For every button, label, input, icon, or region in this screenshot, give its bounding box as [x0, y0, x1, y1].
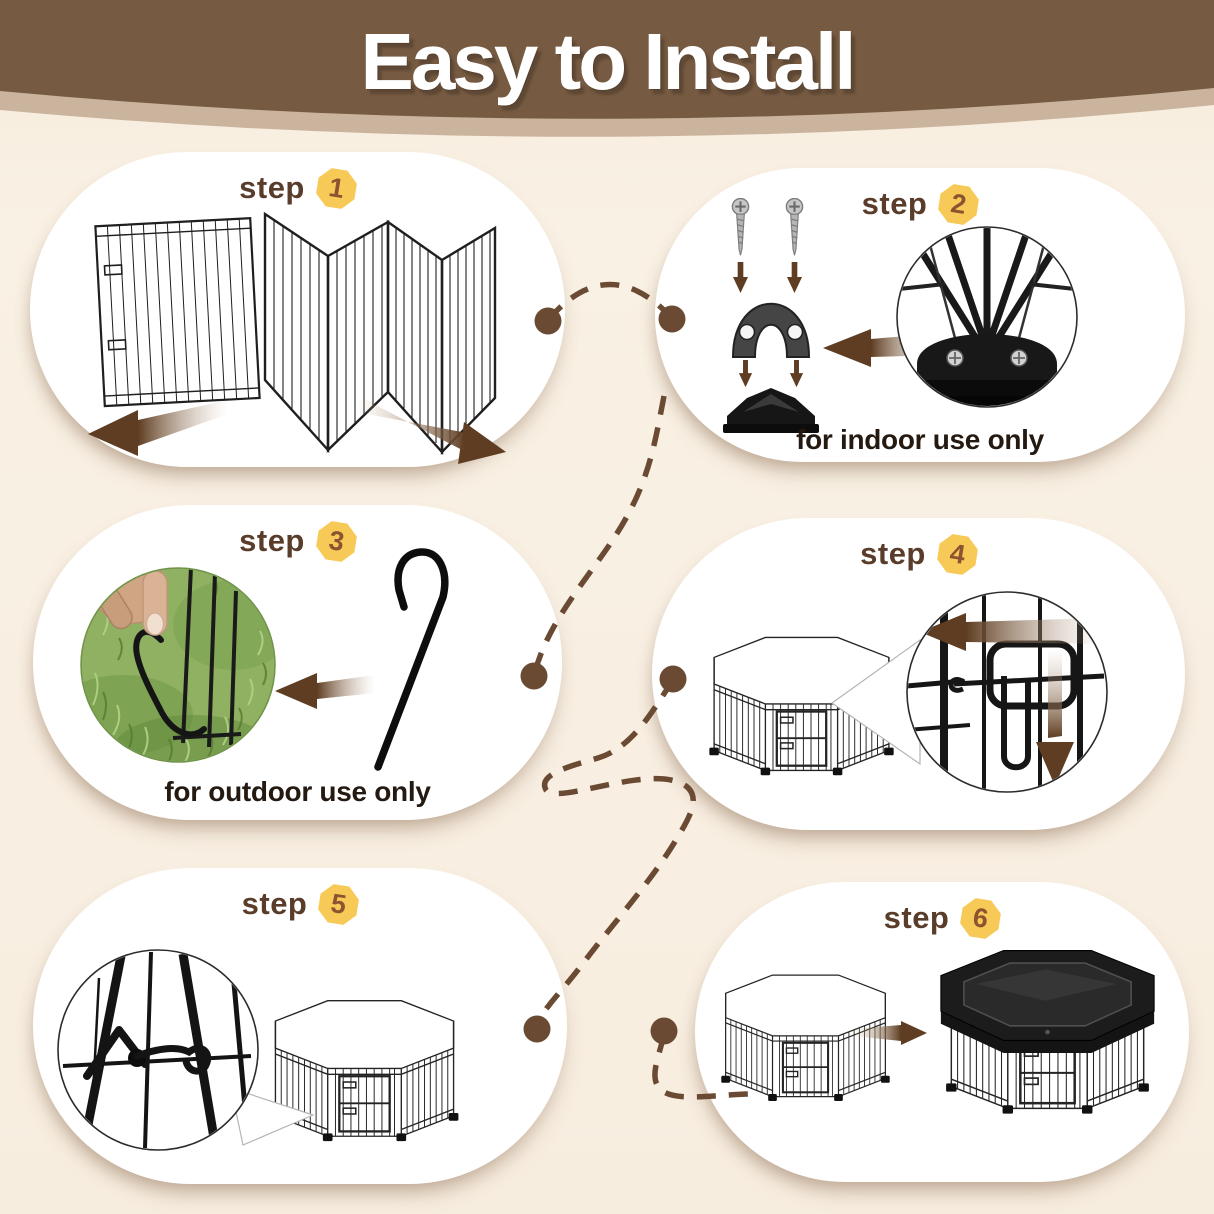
step-number-badge: 4: [935, 532, 980, 577]
u-bracket-icon: [731, 302, 811, 358]
step-4-panel: step 4: [652, 518, 1185, 830]
indoor-note: for indoor use only: [796, 424, 1044, 455]
corner-foot-icon: [723, 388, 819, 433]
playpen-icon: [720, 974, 891, 1103]
step-2-panel: step 2: [655, 168, 1185, 462]
unfold-left-arrow-icon: [88, 400, 228, 456]
step-1-header: step 1: [30, 166, 565, 210]
connector-step1-step2: [545, 281, 675, 322]
outdoor-note: for outdoor use only: [164, 776, 431, 807]
step-number-badge: 2: [937, 182, 982, 227]
step-6-panel: step 6: [695, 882, 1189, 1182]
step-1-panel: step 1: [30, 152, 565, 467]
step-3-panel: step 3: [33, 505, 562, 820]
covered-playpen-icon: [941, 951, 1154, 1114]
anchor-hook: [133, 1044, 212, 1075]
ground-stake-illustration: [80, 548, 449, 771]
step-label: step: [239, 523, 305, 558]
page-title: Easy to Install: [360, 17, 857, 106]
down-arrow-icon: [732, 262, 749, 294]
cover-installation-illustration: [720, 882, 1189, 1182]
step-label: step: [860, 536, 926, 571]
unfold-right-arrow-icon: [356, 398, 506, 464]
step-2-header: step 2: [655, 182, 1185, 226]
step-label: step: [861, 186, 928, 221]
latch-arrow-left-icon: [920, 613, 1104, 651]
step-number-badge: 6: [959, 896, 1004, 941]
stake-hook-icon: [374, 548, 449, 771]
latch-arrow-down-icon: [1036, 648, 1074, 786]
door-latch-illustration: [708, 591, 1108, 793]
zoom-arrow-left-icon: [275, 673, 375, 709]
step-6-header: step 6: [695, 896, 1189, 940]
cover-arrow-right-icon: [853, 1021, 927, 1045]
step-3-header: step 3: [33, 519, 562, 563]
down-arrow-icon: [738, 360, 753, 388]
folded-panels-unfolding-illustration: [88, 211, 506, 464]
step-4-header: step 4: [652, 532, 1185, 576]
step-number-badge: 3: [314, 519, 359, 564]
step-number-badge: 1: [314, 166, 359, 211]
anchor-hook-illustration: [57, 949, 460, 1151]
down-arrow-icon: [789, 360, 804, 388]
header-banner: [0, 0, 1214, 137]
step-label: step: [239, 170, 305, 205]
step-label: step: [241, 886, 308, 921]
corner-connector-illustration: [723, 198, 1078, 433]
magnifier-wedge: [230, 1087, 315, 1146]
down-arrow-icon: [786, 262, 803, 294]
step-5-header: step 5: [33, 882, 567, 926]
step-5-panel: step 5: [33, 868, 567, 1184]
step-label: step: [883, 900, 950, 935]
step-number-badge: 5: [317, 882, 362, 927]
